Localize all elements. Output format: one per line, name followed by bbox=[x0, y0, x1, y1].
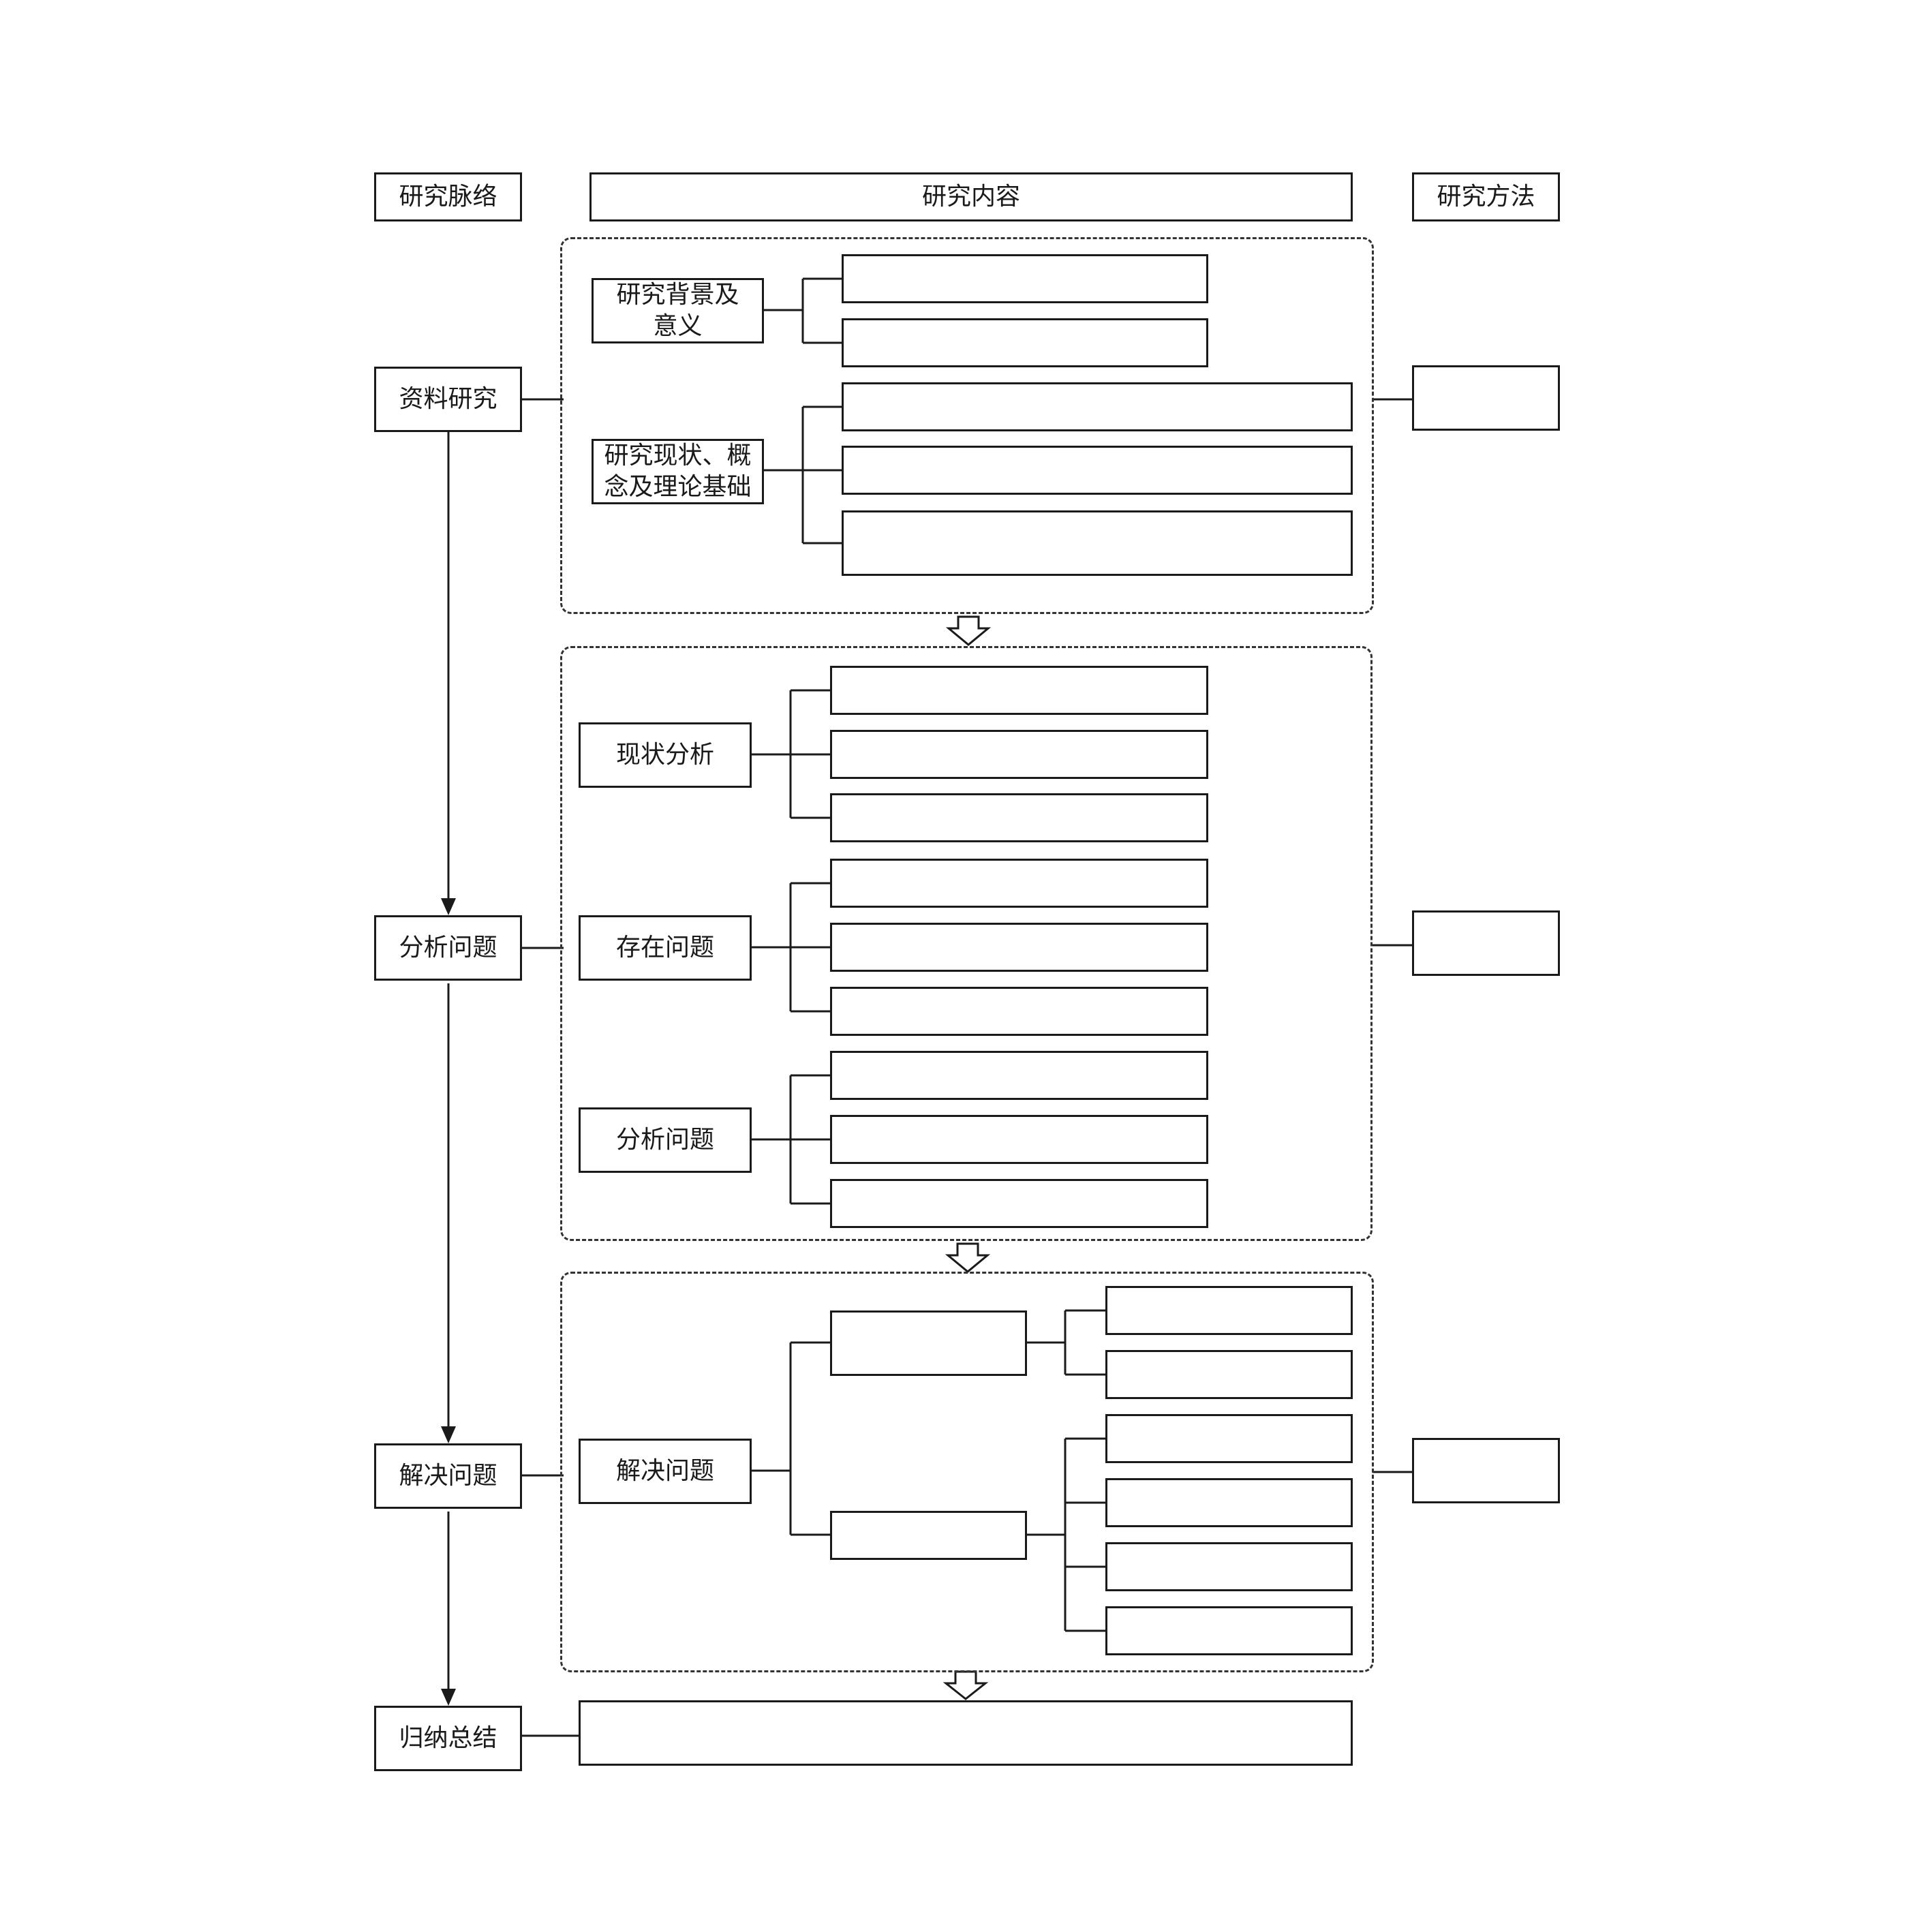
method-box-materials bbox=[1412, 365, 1560, 431]
content-box bbox=[830, 1179, 1208, 1228]
content-box bbox=[842, 510, 1353, 576]
content-box bbox=[830, 666, 1208, 715]
stage-materials: 资料研究 bbox=[374, 367, 522, 432]
content-box bbox=[830, 923, 1208, 972]
stage-analyze: 分析问题 bbox=[374, 915, 522, 981]
content-box bbox=[830, 1115, 1208, 1164]
content-box bbox=[1105, 1606, 1353, 1655]
topic-status-theory: 研究现状、概 念及理论基础 bbox=[592, 439, 764, 504]
flow-arrowhead-1 bbox=[441, 898, 456, 915]
content-box bbox=[842, 382, 1353, 431]
sub-topic-box bbox=[830, 1511, 1027, 1560]
content-box bbox=[1105, 1350, 1353, 1399]
topic-problems: 存在问题 bbox=[579, 915, 752, 981]
content-box bbox=[842, 254, 1208, 303]
content-box bbox=[1105, 1286, 1353, 1335]
flow-arrowhead-2 bbox=[441, 1426, 456, 1443]
header-research-context: 研究脉络 bbox=[374, 172, 522, 221]
stage-summary: 归纳总结 bbox=[374, 1706, 522, 1771]
content-box bbox=[1105, 1542, 1353, 1591]
content-box bbox=[1105, 1478, 1353, 1527]
topic-solve: 解决问题 bbox=[579, 1439, 752, 1504]
sub-topic-box bbox=[830, 1310, 1027, 1376]
topic-status-analysis: 现状分析 bbox=[579, 722, 752, 788]
stage-solve: 解决问题 bbox=[374, 1443, 522, 1509]
content-box bbox=[830, 987, 1208, 1036]
group-materials bbox=[560, 237, 1374, 614]
method-box-solution bbox=[1412, 1438, 1560, 1503]
group-analysis bbox=[560, 646, 1373, 1241]
content-box bbox=[830, 730, 1208, 779]
topic-background: 研究背景及 意义 bbox=[592, 278, 764, 343]
content-box bbox=[842, 446, 1353, 495]
topic-analyze: 分析问题 bbox=[579, 1107, 752, 1173]
down-arrow-icon bbox=[945, 1242, 991, 1273]
down-arrow-icon bbox=[945, 615, 992, 646]
down-arrow-icon bbox=[942, 1670, 989, 1700]
content-box bbox=[830, 1051, 1208, 1100]
flow-arrowhead-3 bbox=[441, 1689, 456, 1706]
content-box bbox=[830, 793, 1208, 842]
group-solution bbox=[560, 1272, 1374, 1672]
content-box bbox=[842, 318, 1208, 367]
method-box-analysis bbox=[1412, 910, 1560, 976]
header-research-content: 研究内容 bbox=[589, 172, 1353, 221]
content-box bbox=[1105, 1414, 1353, 1463]
summary-content-box bbox=[579, 1700, 1353, 1766]
header-research-method: 研究方法 bbox=[1412, 172, 1560, 221]
content-box bbox=[830, 859, 1208, 908]
